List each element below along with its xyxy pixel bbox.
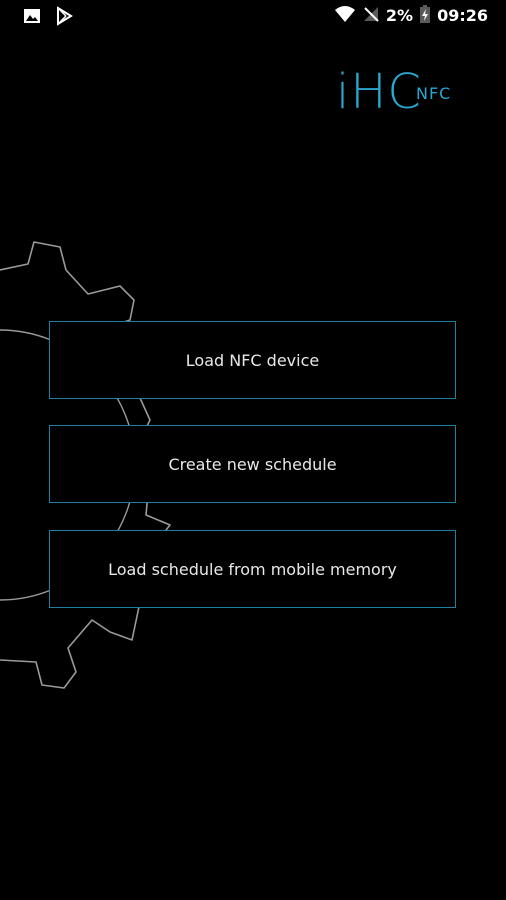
status-bar: 2% 09:26 bbox=[0, 0, 506, 32]
notification-icons bbox=[22, 6, 74, 30]
image-icon bbox=[22, 6, 42, 30]
system-status: 2% 09:26 bbox=[334, 4, 488, 28]
button-label: Load NFC device bbox=[185, 350, 320, 370]
wifi-icon bbox=[334, 5, 356, 27]
logo-badge: NFC bbox=[416, 84, 452, 103]
battery-percent: 2% bbox=[385, 6, 414, 25]
load-nfc-device-button[interactable]: Load NFC device bbox=[49, 321, 456, 399]
logo-text: iHC bbox=[336, 64, 422, 120]
load-schedule-from-memory-button[interactable]: Load schedule from mobile memory bbox=[49, 530, 456, 608]
play-store-icon bbox=[54, 6, 74, 30]
button-label: Create new schedule bbox=[168, 454, 337, 474]
ihc-nfc-logo: iHC NFC bbox=[336, 64, 458, 120]
clock: 09:26 bbox=[437, 6, 488, 25]
no-signal-icon bbox=[362, 5, 380, 27]
battery-charging-icon bbox=[419, 4, 431, 28]
button-label: Load schedule from mobile memory bbox=[108, 559, 397, 579]
create-new-schedule-button[interactable]: Create new schedule bbox=[49, 425, 456, 503]
